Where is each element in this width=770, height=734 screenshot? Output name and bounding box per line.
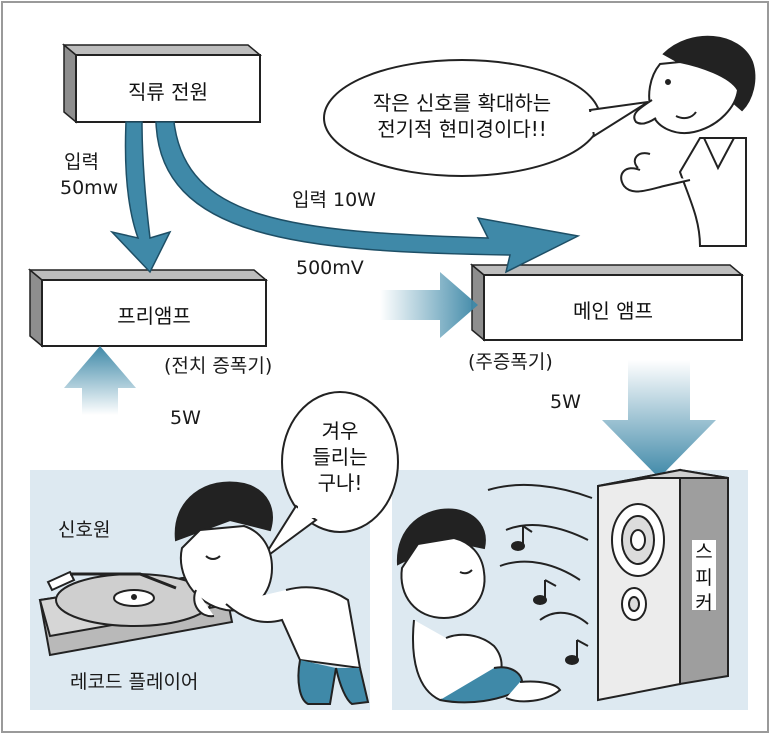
explainer-speech-bubble: [323, 59, 649, 177]
arrow-signal-into-main-amp: [380, 272, 478, 338]
explainer-bubble-line-2: 전기적 현미경이다!!: [377, 117, 547, 141]
speaker-icon: [597, 468, 729, 702]
record-player-label: 레코드 플레이어: [70, 671, 199, 693]
signal-500mv-label: 500mV: [296, 257, 364, 279]
music-note-icon: [511, 525, 589, 665]
main-amp-note: (주증폭기): [468, 351, 553, 373]
output-5w-left: 5W: [170, 407, 201, 429]
explainer-bubble-text: 작은 신호를 확대하는 전기적 현미경이다!!: [334, 90, 590, 142]
main-amp-box: [469, 263, 745, 342]
faint-bubble-line-2: 들리는: [312, 445, 368, 469]
arrow-power-to-preamp: [109, 121, 172, 274]
arrow-main-amp-to-speaker: [602, 360, 716, 478]
arrow-signal-into-preamp: [64, 346, 136, 415]
input-label-left: 입력: [64, 151, 99, 173]
faint-bubble-text: 겨우 들리는 구나!: [290, 418, 390, 496]
sitting-person-icon: [396, 508, 562, 704]
output-5w-right: 5W: [550, 391, 581, 413]
person-icon: [620, 35, 756, 247]
listening-person-icon: [174, 481, 370, 706]
arrow-power-to-main-amp: [155, 121, 581, 274]
speaker-label: 스 피 커: [693, 540, 715, 617]
preamp-note: (전치 증폭기): [164, 355, 273, 377]
preamp-box: [27, 268, 269, 348]
input-power-10w: 입력 10W: [292, 189, 376, 211]
turntable-icon: [38, 570, 234, 657]
preamp-label: 프리앰프: [117, 304, 191, 328]
speaker-label-char-3: 커: [695, 592, 713, 615]
signal-source-label: 신호원: [58, 519, 111, 541]
faint-speech-bubble: [261, 391, 399, 561]
input-power-50mw: 50mw: [60, 177, 119, 199]
explainer-bubble-line-1: 작은 신호를 확대하는: [372, 91, 552, 115]
dc-power-box: [61, 43, 263, 124]
faint-bubble-line-1: 겨우: [321, 419, 359, 443]
dc-power-label: 직류 전원: [128, 80, 208, 104]
speaker-label-char-1: 스: [695, 541, 713, 563]
sound-lines: [487, 483, 593, 625]
faint-bubble-line-3: 구나!: [317, 471, 363, 495]
speaker-label-char-2: 피: [695, 566, 713, 589]
main-amp-label: 메인 앰프: [573, 299, 653, 323]
